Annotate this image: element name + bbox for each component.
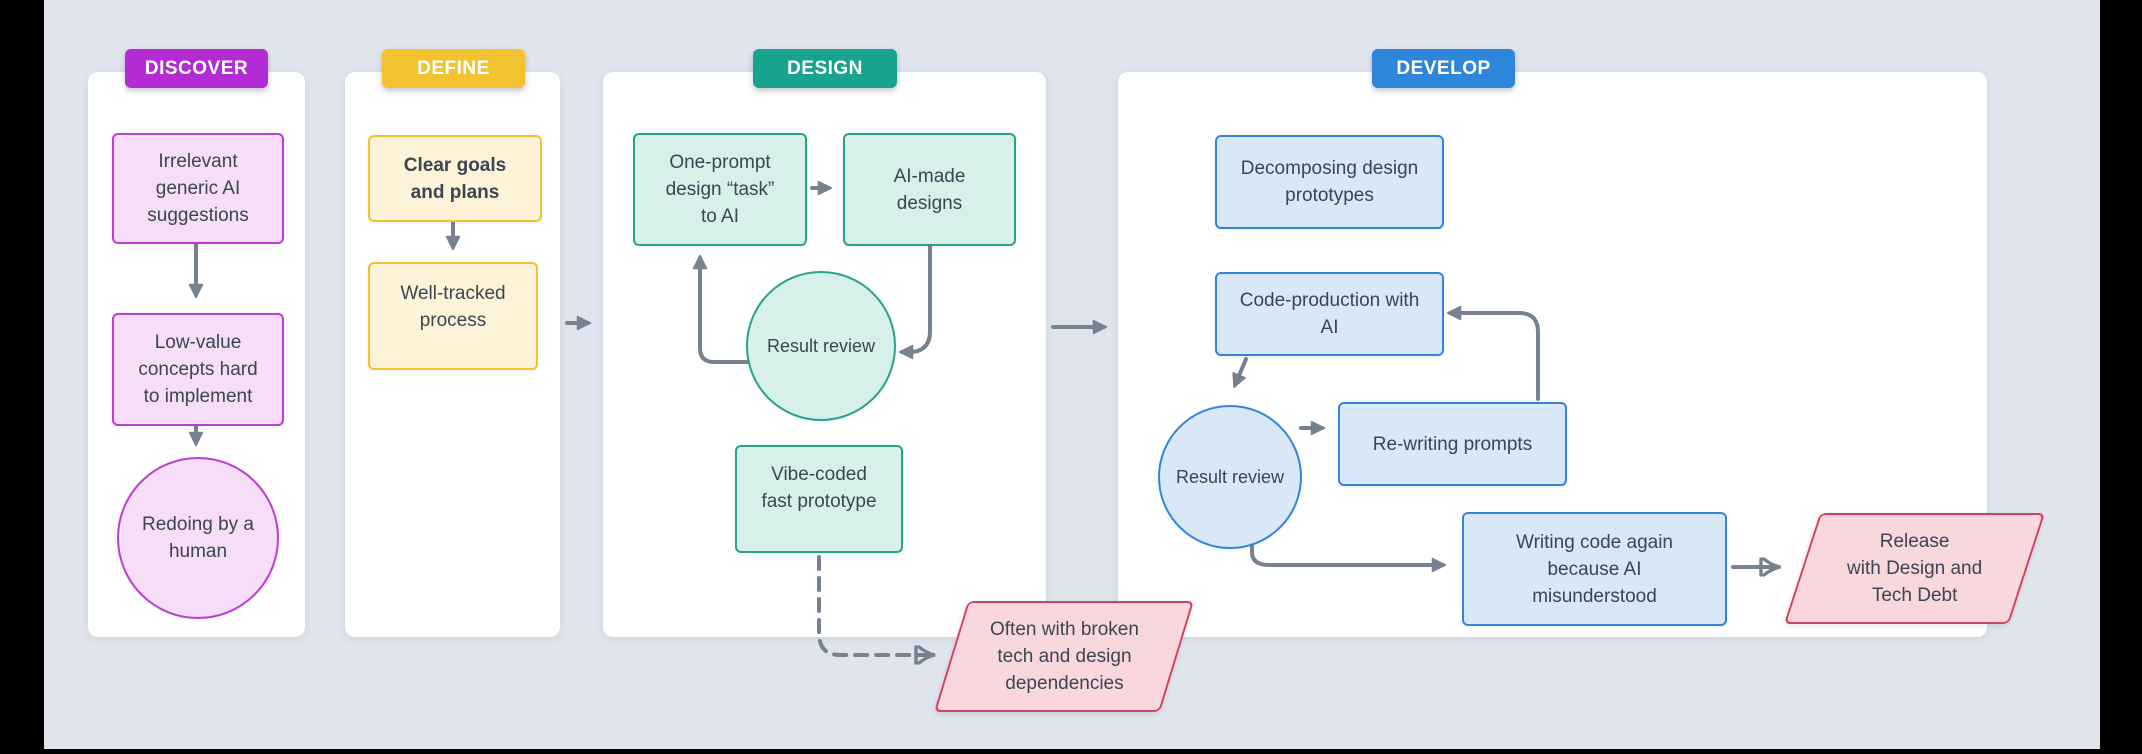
callout-broken-dependencies: Often with broken tech and design depend…: [934, 601, 1194, 712]
node-clear-goals-label: Clear goals and plans: [403, 154, 507, 203]
callout-release-debt: Release with Design and Tech Debt: [1783, 513, 2046, 624]
node-low-value-concepts: Low-value concepts hard to implement: [112, 313, 284, 426]
node-develop-result-review: Result review: [1158, 405, 1302, 549]
node-design-result-review-label: Result review: [766, 335, 876, 356]
node-redoing-by-human-label: Redoing by a human: [142, 514, 254, 562]
define-badge: DEFINE: [382, 49, 525, 88]
node-well-tracked-process: Well-tracked process: [368, 262, 538, 370]
node-design-result-review: Result review: [746, 271, 896, 421]
node-ai-made-designs-label: AI-made designs: [893, 165, 966, 214]
node-decomposing-prototypes-label: Decomposing design prototypes: [1240, 158, 1419, 206]
develop-badge-label: DEVELOP: [1396, 57, 1491, 79]
node-one-prompt-task-label: One-prompt design “task” to AI: [665, 152, 775, 227]
design-badge: DESIGN: [753, 49, 897, 88]
node-irrelevant-suggestions: Irrelevant generic AI suggestions: [112, 133, 284, 244]
node-vibe-coded-prototype-label: Vibe-coded fast prototype: [761, 464, 877, 512]
node-one-prompt-task: One-prompt design “task” to AI: [633, 133, 807, 246]
node-code-production: Code-production with AI: [1215, 272, 1444, 356]
letterbox-left: [0, 0, 44, 754]
discover-badge: DISCOVER: [125, 49, 268, 88]
node-vibe-coded-prototype: Vibe-coded fast prototype: [735, 445, 903, 553]
letterbox-right: [2100, 0, 2142, 754]
node-rewriting-prompts-label: Re-writing prompts: [1372, 433, 1533, 455]
node-clear-goals: Clear goals and plans: [368, 135, 542, 222]
node-redoing-by-human: Redoing by a human: [117, 457, 279, 619]
letterbox-bottom: [0, 749, 2142, 754]
define-badge-label: DEFINE: [417, 57, 490, 79]
node-writing-code-again-label: Writing code again because AI misunderst…: [1515, 531, 1674, 607]
node-writing-code-again: Writing code again because AI misunderst…: [1462, 512, 1727, 626]
callout-broken-dependencies-label: Often with broken tech and design depend…: [989, 619, 1139, 694]
discover-badge-label: DISCOVER: [144, 57, 249, 79]
node-irrelevant-suggestions-label: Irrelevant generic AI suggestions: [147, 151, 249, 226]
node-ai-made-designs: AI-made designs: [843, 133, 1016, 246]
node-rewriting-prompts: Re-writing prompts: [1338, 402, 1567, 486]
develop-badge: DEVELOP: [1372, 49, 1515, 88]
node-low-value-concepts-label: Low-value concepts hard to implement: [138, 332, 258, 407]
node-develop-result-review-label: Result review: [1175, 466, 1285, 487]
node-well-tracked-process-label: Well-tracked process: [400, 283, 506, 331]
node-decomposing-prototypes: Decomposing design prototypes: [1215, 135, 1444, 229]
design-badge-label: DESIGN: [787, 57, 863, 79]
callout-release-debt-label: Release with Design and Tech Debt: [1846, 531, 1983, 606]
node-code-production-label: Code-production with AI: [1239, 290, 1420, 338]
